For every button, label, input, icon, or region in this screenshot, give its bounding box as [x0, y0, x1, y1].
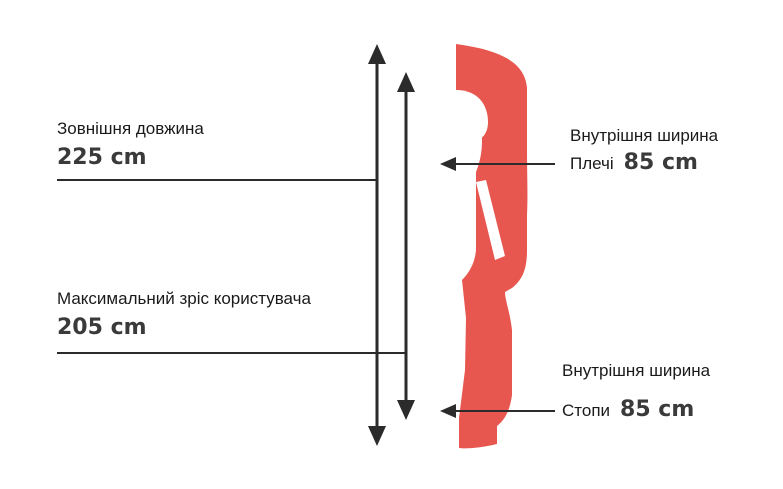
arm-cutout — [476, 180, 505, 260]
max-height-value: 205 cm — [57, 315, 147, 340]
outer-length-value: 225 cm — [57, 145, 147, 170]
feet-width-arrowhead — [440, 404, 456, 418]
shoulder-width-value: 85 cm — [623, 150, 698, 175]
head-cutout — [456, 90, 488, 144]
outer-length-arrow-bottom — [368, 426, 386, 446]
shoulder-width-arrowhead — [440, 157, 456, 171]
outer-length-arrow-top — [368, 44, 386, 64]
max-height-arrow-bottom — [397, 400, 415, 420]
max-height-arrow-top — [397, 72, 415, 92]
outer-length-label: Зовнішня довжина — [57, 119, 204, 138]
shoulder-width-row: Плечі 85 cm — [570, 150, 698, 175]
max-height-label: Максимальний зріс користувача — [57, 289, 311, 308]
feet-width-value: 85 cm — [620, 397, 695, 422]
feet-width-title: Внутрішня ширина — [562, 361, 711, 380]
shoulder-width-title: Внутрішня ширина — [570, 126, 719, 145]
feet-width-label: Стопи — [562, 401, 611, 420]
shoulder-width-label: Плечі — [570, 154, 614, 173]
feet-width-row: Стопи 85 cm — [562, 397, 694, 422]
